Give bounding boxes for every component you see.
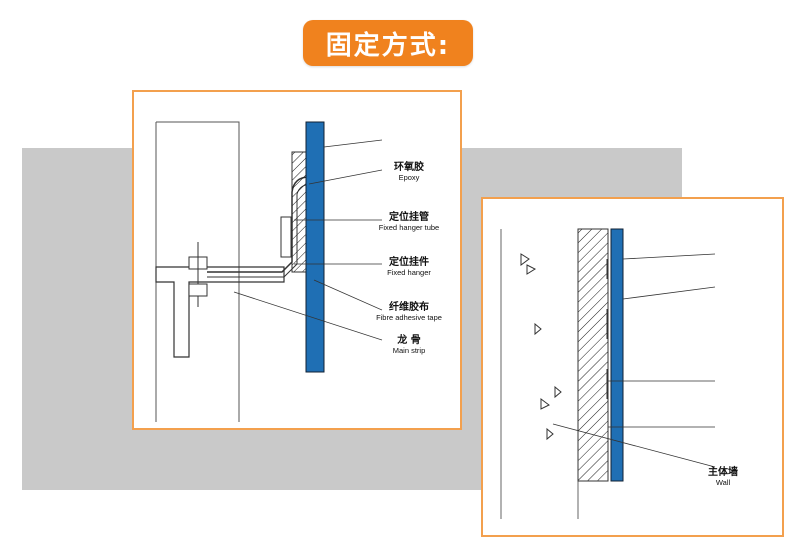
page-title: 固定方式:	[325, 30, 451, 61]
angle-bracket	[155, 266, 285, 358]
left-diagram-svg	[155, 121, 383, 422]
blue-panel	[305, 121, 325, 373]
left-diagram-panel: 环氧胶 Epoxy 定位挂管 Fixed hanger tube 定位挂件 Fi…	[132, 90, 462, 430]
leader-lines-right	[552, 253, 716, 468]
label-fibre-tape: 纤维胶布 Fibre adhesive tape	[376, 302, 442, 322]
leader-lines	[233, 139, 383, 341]
label-main-strip: 龙 骨 Main strip	[392, 335, 426, 355]
bolt-nut-bottom	[188, 283, 208, 297]
label-fixed-hanger: 定位挂件 Fixed hanger	[387, 257, 431, 277]
right-diagram-panel: 主体墙 Wall	[481, 197, 784, 537]
wall-hatch	[577, 228, 609, 482]
wall-outline	[500, 229, 579, 519]
hanger-tube	[280, 216, 292, 258]
blue-panel-right	[610, 228, 624, 482]
right-diagram-svg	[500, 228, 716, 519]
label-wall: 主体墙 Wall	[708, 467, 738, 487]
label-fixed-hanger-tube: 定位挂管 Fixed hanger tube	[378, 212, 440, 232]
label-epoxy: 环氧胶 Epoxy	[394, 162, 424, 182]
aggregate-marks	[520, 253, 562, 441]
title-badge: 固定方式:	[303, 20, 473, 66]
